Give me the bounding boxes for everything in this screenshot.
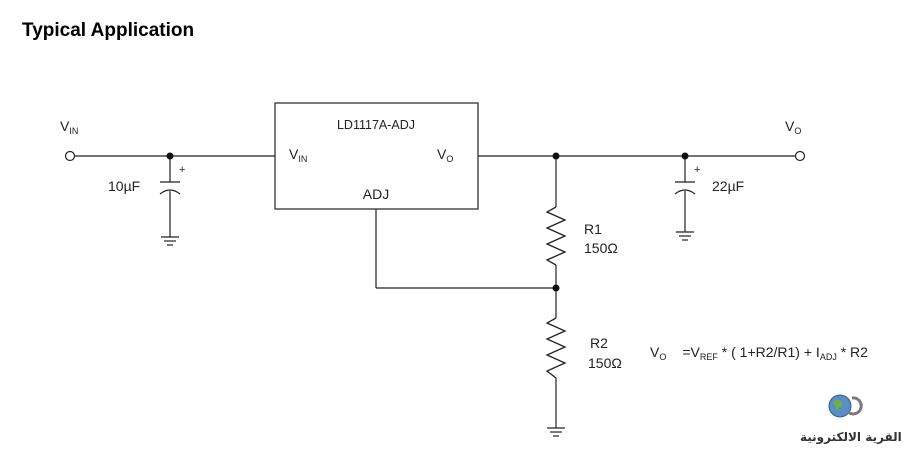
ic-name: LD1117A-ADJ xyxy=(337,118,415,132)
ground-icon xyxy=(676,231,694,241)
page-title: Typical Application xyxy=(22,20,195,41)
junction-dot xyxy=(166,152,174,160)
watermark-logo xyxy=(828,394,863,418)
r1-name: R1 xyxy=(584,221,602,237)
junction-dot xyxy=(681,152,689,160)
output-terminal xyxy=(794,150,806,162)
input-label: VIN xyxy=(60,118,78,136)
cin-value: 10µF xyxy=(108,178,140,194)
r2-name: R2 xyxy=(590,335,608,351)
resistor-r1 xyxy=(545,206,567,266)
resistor-r2 xyxy=(545,317,567,379)
regulator-ic xyxy=(274,102,479,210)
r1-value: 150Ω xyxy=(584,240,618,256)
output-label: VO xyxy=(785,118,801,136)
ic-pin-in: VIN xyxy=(289,146,307,164)
cout-polarity: + xyxy=(694,164,700,176)
ic-pin-out: VO xyxy=(437,146,453,164)
input-terminal xyxy=(64,150,76,162)
input-capacitor xyxy=(159,181,181,195)
ic-pin-adj: ADJ xyxy=(363,186,389,202)
ground-icon xyxy=(547,427,565,437)
watermark-text: القرية الالكترونية xyxy=(800,430,902,444)
r2-value: 150Ω xyxy=(588,355,622,371)
output-formula: VO=VREF * ( 1+R2/R1) + IADJ * R2 xyxy=(650,344,868,362)
junction-dot xyxy=(552,152,560,160)
ground-icon xyxy=(161,236,179,246)
junction-dot xyxy=(552,284,560,292)
output-capacitor xyxy=(674,181,696,195)
cout-value: 22µF xyxy=(712,178,744,194)
cin-polarity: + xyxy=(179,164,185,176)
